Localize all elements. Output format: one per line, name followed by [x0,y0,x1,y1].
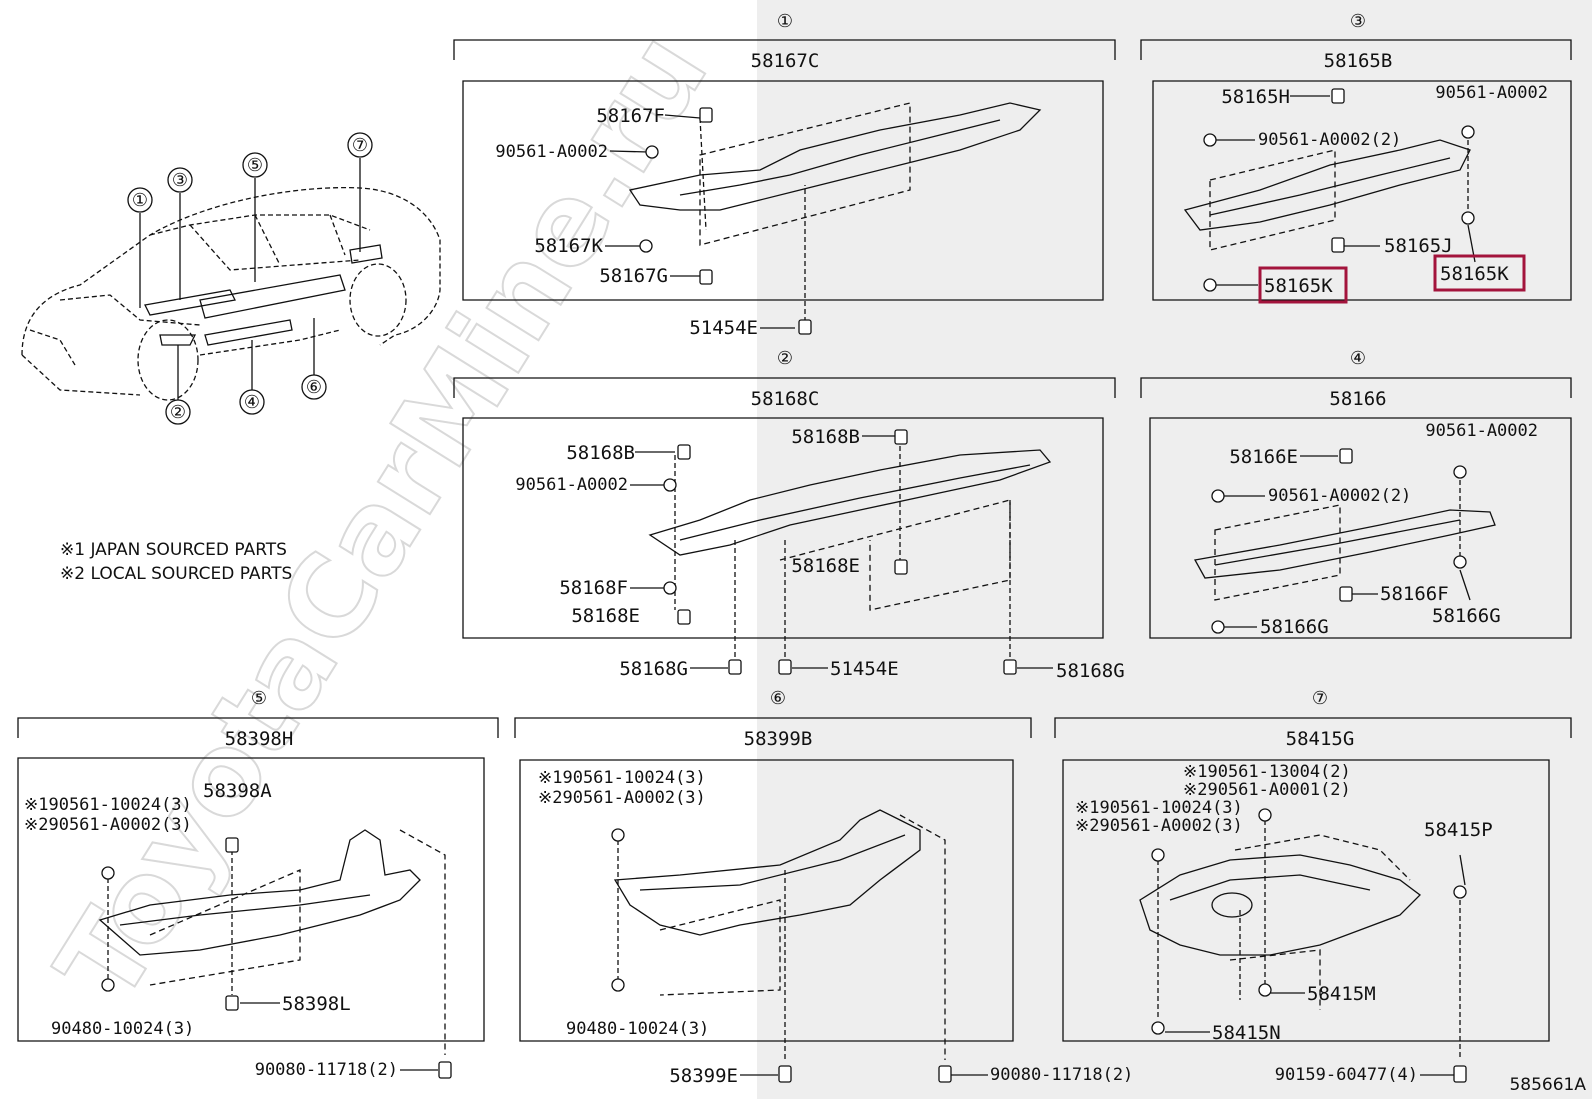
section-6-assembly: 58399B [744,728,813,750]
section-3-fasteners [1204,89,1474,291]
car-callout-1: ① [132,190,148,211]
section-6-labels: ⑥ 58399B ※190561-10024(3) ※290561-A0002(… [538,688,1133,1087]
car-callout-7: ⑦ [352,135,368,156]
part-90561-10024-3-s6: ※190561-10024(3) [538,768,706,788]
section-2-assembly: 58168C [751,388,820,410]
part-58165H: 58165H [1221,86,1290,108]
part-90561-A0002-s4: 90561-A0002 [1425,421,1538,441]
watermark: ToyotaCarMine.ru [33,11,733,1024]
section-1-number: ① [777,11,793,32]
car-callout-6: ⑥ [306,377,322,398]
part-58167G: 58167G [599,265,668,287]
part-58415P: 58415P [1424,819,1493,841]
car-callout-4: ④ [244,392,260,413]
section-7-number: ⑦ [1312,688,1328,709]
part-90080-11718-2-s5: 90080-11718(2) [255,1060,398,1080]
section-7-fasteners [1152,809,1466,1082]
part-90159-60477-4: 90159-60477(4) [1275,1065,1418,1085]
section-6 [515,718,1031,1075]
part-58167K: 58167K [534,235,603,257]
section-7-assembly: 58415G [1286,728,1355,750]
section-6-fasteners [612,829,951,1082]
section-5-number: ⑤ [251,688,267,709]
section-6-number: ⑥ [770,688,786,709]
section-7 [1055,718,1571,1075]
note-local-sourced: ※2 LOCAL SOURCED PARTS [60,564,292,584]
part-90561-A0002-2-s3: 90561-A0002(2) [1258,130,1401,150]
part-90561-A0002: 90561-A0002 [495,142,608,162]
part-90561-10024-3-s7: ※190561-10024(3) [1075,798,1243,818]
section-1-labels: ① 58167C 58167F 90561-A0002 58167K 58167… [495,11,819,339]
section-5-fasteners [102,838,451,1078]
part-90480-10024-3-s5: 90480-10024(3) [51,1019,194,1039]
drawing-code: 585661A [1509,1075,1586,1095]
car-callout-5: ⑤ [247,155,263,176]
part-90561-13004-2: ※190561-13004(2) [1183,762,1351,782]
section-1-fasteners [640,108,811,334]
part-51454E-s2: 51454E [830,658,899,680]
part-58168G-right: 58168G [1056,660,1125,682]
section-7-labels: ⑦ 58415G ※190561-13004(2) ※290561-A0001(… [1075,688,1493,1085]
part-90480-10024-3-s6: 90480-10024(3) [566,1019,709,1039]
section-4-labels: ④ 58166 58166E 90561-A0002 90561-A0002(2… [1229,348,1538,638]
section-5-labels: ⑤ 58398H ※190561-10024(3) ※290561-A0002(… [24,688,398,1080]
part-58167F: 58167F [596,105,665,127]
section-4-number: ④ [1350,348,1366,369]
part-58166G-left: 58166G [1260,616,1329,638]
part-58168B-left: 58168B [566,442,635,464]
part-90561-A0002-3-s6: ※290561-A0002(3) [538,788,706,808]
part-90561-A0002-3-s7: ※290561-A0002(3) [1075,816,1243,836]
part-58398L: 58398L [282,993,351,1015]
part-58166E: 58166E [1229,446,1298,468]
part-58166G-right: 58166G [1432,605,1501,627]
shaded-background [757,0,1592,1099]
part-58168E-lower: 58168E [571,605,640,627]
part-90080-11718-2-s6: 90080-11718(2) [990,1065,1133,1085]
part-58168B-right: 58168B [791,426,860,448]
section-2-number: ② [777,348,793,369]
section-2-labels: ② 58168C 58168B 58168B 90561-A0002 58168… [515,348,1124,682]
part-58415N: 58415N [1212,1022,1281,1044]
car-callout-2: ② [170,402,186,423]
section-3-assembly: 58165B [1324,50,1393,72]
section-4 [1141,378,1571,638]
section-1-assembly: 58167C [751,50,820,72]
highlight-box-58165K-right [1435,256,1524,290]
section-4-assembly: 58166 [1329,388,1386,410]
part-90561-A0002-s3: 90561-A0002 [1435,83,1548,103]
section-3-number: ③ [1350,11,1366,32]
part-58165K-right: 58165K [1440,263,1509,285]
part-58165J: 58165J [1384,235,1453,257]
part-58168G-left: 58168G [619,658,688,680]
section-2-fasteners [664,430,1016,674]
part-51454E: 51454E [689,317,758,339]
part-90561-A0002-s2: 90561-A0002 [515,475,628,495]
part-58168F: 58168F [559,577,628,599]
section-3 [1141,40,1571,300]
part-58415M: 58415M [1307,983,1376,1005]
part-90561-A0002-3-s5: ※290561-A0002(3) [24,815,192,835]
part-58168E-upper: 58168E [791,555,860,577]
section-5-assembly: 58398H [225,728,294,750]
car-callout-3: ③ [172,170,188,191]
car-callout-labels: ① ③ ⑤ ⑦ ② ④ ⑥ [132,135,368,423]
section-1 [454,40,1115,328]
part-90561-A0001-2: ※290561-A0001(2) [1183,780,1351,800]
section-5 [18,718,498,1070]
section-2 [454,378,1115,668]
part-58398A: 58398A [203,780,272,802]
section-3-labels: ③ 58165B 58165H 90561-A0002 90561-A0002(… [1221,11,1548,302]
note-japan-sourced: ※1 JAPAN SOURCED PARTS [60,540,287,560]
part-90561-10024-3-s5: ※190561-10024(3) [24,795,192,815]
car-overview [22,133,440,424]
part-58165K-left: 58165K [1264,275,1333,297]
part-58166F: 58166F [1380,583,1449,605]
part-90561-A0002-2-s4: 90561-A0002(2) [1268,486,1411,506]
highlight-box-58165K-left [1260,268,1346,302]
section-4-fasteners [1212,449,1466,633]
part-58399E: 58399E [669,1065,738,1087]
